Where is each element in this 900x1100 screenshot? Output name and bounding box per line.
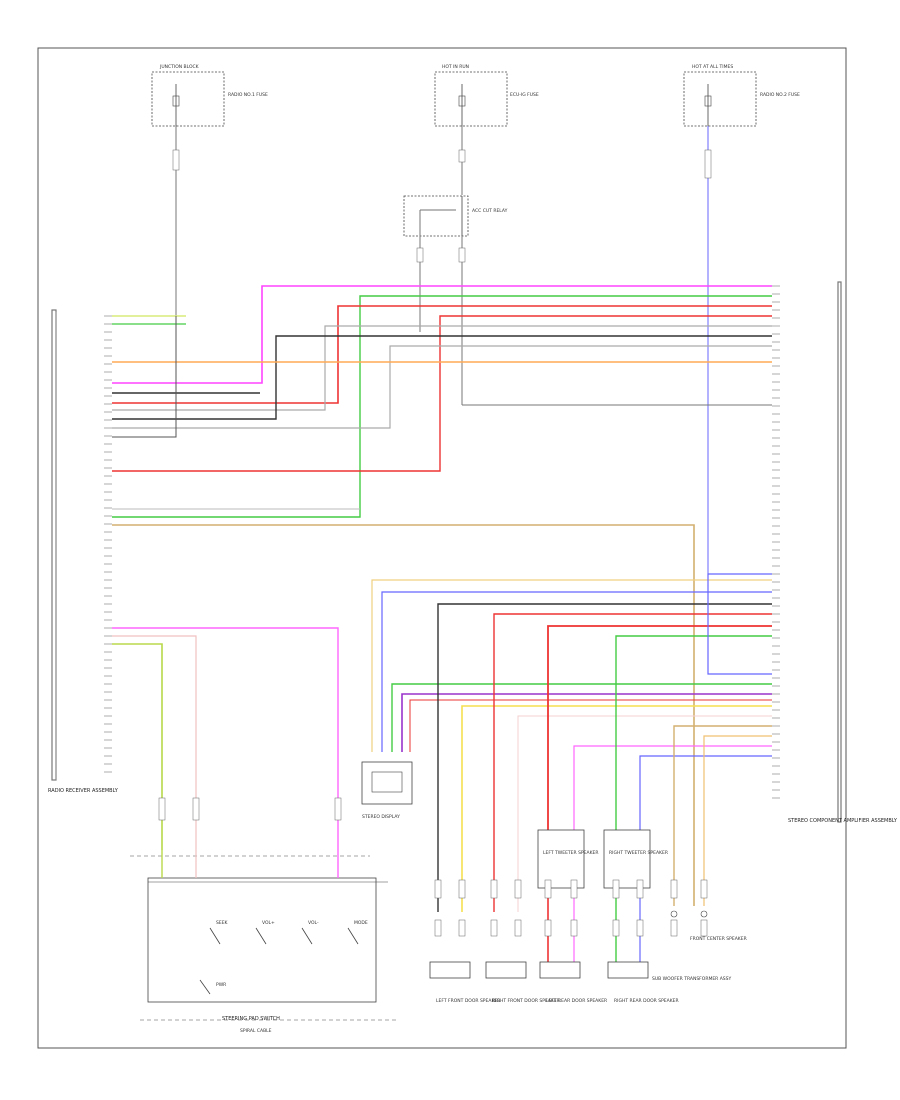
wire-connector [544,879,552,899]
wire-connector [544,919,552,937]
acc-cut-relay: ACC CUT RELAY [403,195,508,237]
center-speaker-label: FRONT CENTER SPEAKER [690,936,747,942]
right-module-label: STEREO COMPONENT AMPLIFIER ASSEMBLY [788,818,898,824]
speaker-right-front: RIGHT FRONT DOOR SPEAKER [485,961,560,1004]
fuse-center-header: HOT IN RUN [442,64,469,70]
fuse-center: HOT IN RUN ECU-IG FUSE [434,64,539,127]
fuse-right: HOT AT ALL TIMES RADIO NO.2 FUSE [683,64,800,127]
fuse-left: JUNCTION BLOCK RADIO NO.1 FUSE [151,64,268,127]
right-tweeter-label: RIGHT TWEETER SPEAKER [609,850,668,856]
left-tweeter: LEFT TWEETER SPEAKER [537,829,599,889]
switch-label: PWR [216,982,226,988]
switch-label: MODE [354,920,368,926]
speaker-left-rear: LEFT REAR DOOR SPEAKER [539,961,607,1004]
steering-sub-label: SPIRAL CABLE [240,1028,272,1034]
left-tweeter-label: LEFT TWEETER SPEAKER [543,850,599,856]
right-tweeter: RIGHT TWEETER SPEAKER [603,829,668,889]
fuse-right-label: RADIO NO.2 FUSE [760,92,800,98]
wire-connector [490,879,498,899]
speaker-left-front-label: LEFT FRONT DOOR SPEAKER [436,998,500,1004]
speaker-right-rear: RIGHT REAR DOOR SPEAKER [607,961,679,1004]
switch-contact [255,927,267,945]
wire-connector [700,879,708,899]
speaker-left-front: LEFT FRONT DOOR SPEAKER [429,961,500,1004]
speaker-left-rear-label: LEFT REAR DOOR SPEAKER [546,998,607,1004]
switch-label: SEEK [216,920,229,926]
switch-contact [209,927,221,945]
switch-contact [301,927,313,945]
right-module-pins [772,285,780,799]
wire-connector [570,919,578,937]
wire-connector [612,919,620,937]
display-label: STEREO DISPLAY [362,814,400,820]
fuse-left-label: RADIO NO.1 FUSE [228,92,268,98]
diagram-frame [37,47,847,1049]
front-center-speaker: FRONT CENTER SPEAKER [690,910,747,942]
relay-label: ACC CUT RELAY [472,208,508,214]
wire-connector [434,919,442,937]
wire-connector [514,919,522,937]
stereo-display: STEREO DISPLAY [361,761,413,820]
amplifier-module: STEREO COMPONENT AMPLIFIER ASSEMBLY [772,281,898,824]
switch-contact [199,979,211,995]
fuse-left-header: JUNCTION BLOCK [159,64,200,70]
wire-connector [458,879,466,899]
wire-connector [434,879,442,899]
wire-connector [636,919,644,937]
switch-label: VOL+ [262,920,275,926]
fuse-center-label: ECU-IG FUSE [510,92,539,98]
subwoofer: SUB WOOFER TRANSFORMER ASSY [652,910,732,982]
wire-connector [670,919,678,937]
speaker-right-rear-label: RIGHT REAR DOOR SPEAKER [614,998,679,1004]
switch-label: VOL- [308,920,319,926]
subwoofer-label: SUB WOOFER TRANSFORMER ASSY [652,976,732,982]
wire-connector [670,879,678,899]
speaker-right-front-label: RIGHT FRONT DOOR SPEAKER [492,998,560,1004]
wire-connector [700,919,708,937]
steering-group-label: STEERING PAD SWITCH [222,1016,280,1022]
left-module-label: RADIO RECEIVER ASSEMBLY [48,788,119,794]
wire-connector [612,879,620,899]
wire-connector [458,919,466,937]
left-module-pins [104,315,112,773]
radio-receiver-module: RADIO RECEIVER ASSEMBLY [48,309,119,794]
wire-connector [636,879,644,899]
switch-contact [347,927,359,945]
fuse-right-header: HOT AT ALL TIMES [692,64,733,70]
wire-connector [514,879,522,899]
wire-connector [490,919,498,937]
wire-connector [570,879,578,899]
